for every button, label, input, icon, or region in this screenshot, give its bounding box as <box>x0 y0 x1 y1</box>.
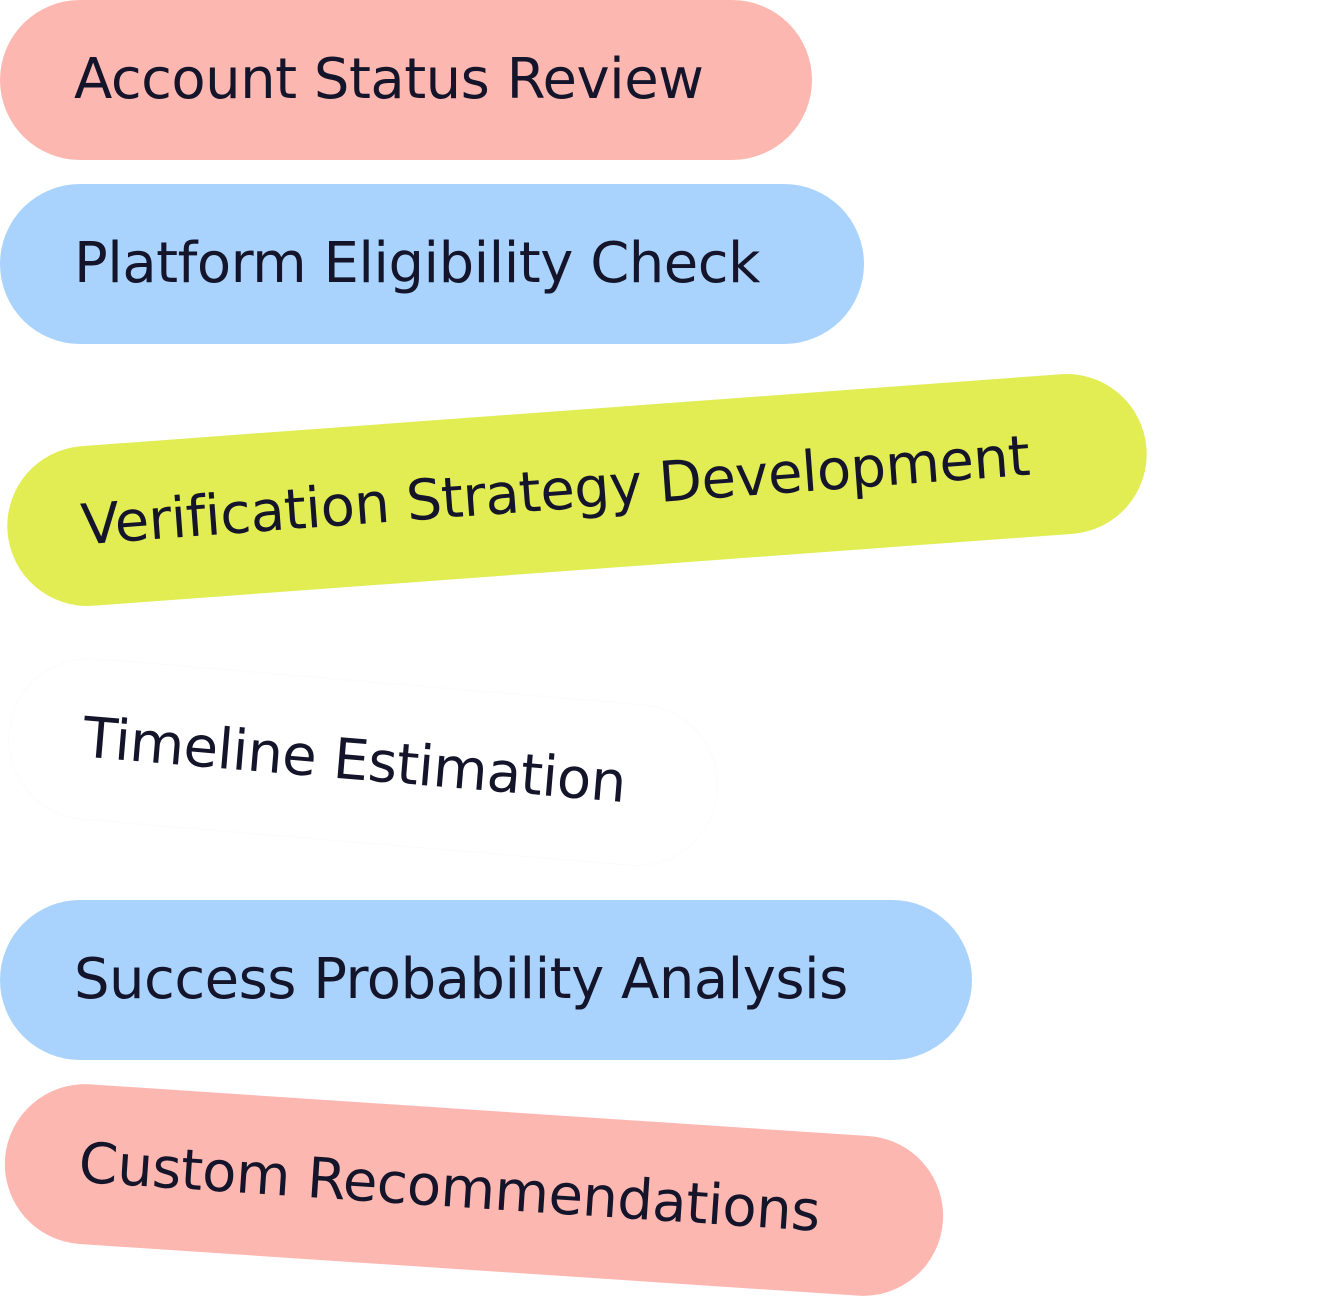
tag-custom-recommendations: Custom Recommendations <box>0 1079 949 1301</box>
tag-platform-eligibility-check: Platform Eligibility Check <box>0 184 864 344</box>
tag-timeline-estimation: Timeline Estimation <box>2 652 724 872</box>
tag-label: Timeline Estimation <box>80 705 629 816</box>
tag-success-probability-analysis: Success Probability Analysis <box>0 900 972 1060</box>
tag-label: Success Probability Analysis <box>74 947 848 1012</box>
tag-label: Platform Eligibility Check <box>74 231 760 296</box>
tag-label: Verification Strategy Development <box>78 423 1032 559</box>
tag-account-status-review: Account Status Review <box>0 0 812 160</box>
tag-label: Custom Recommendations <box>76 1130 823 1245</box>
tag-verification-strategy-development: Verification Strategy Development <box>1 368 1153 612</box>
tag-label: Account Status Review <box>74 47 704 112</box>
